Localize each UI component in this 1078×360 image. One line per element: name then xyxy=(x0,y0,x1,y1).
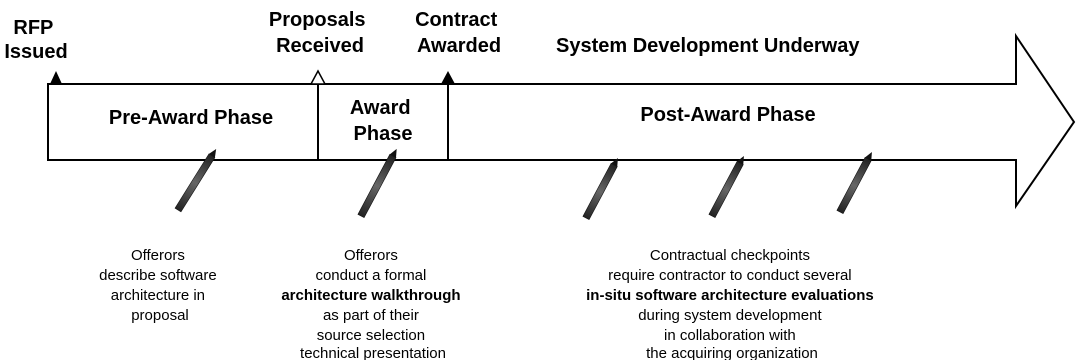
marker-rfp-icon xyxy=(50,71,62,84)
milestone-rfp-label: RFP Issued xyxy=(4,17,67,63)
post-award-phase-label: Post-Award Phase xyxy=(640,104,815,126)
post-award-note: Contractual checkpoints require contract… xyxy=(586,247,878,360)
pointer-stroke-award-icon xyxy=(357,148,397,219)
pre-award-phase-label: Pre-Award Phase xyxy=(109,107,273,129)
award-note: Offerors conduct a formal architecture w… xyxy=(281,247,464,360)
pre-award-note: Offerors describe software architecture … xyxy=(99,247,221,324)
pointer-stroke-post-3-icon xyxy=(836,151,872,215)
pointer-stroke-post-1-icon xyxy=(582,157,618,221)
marker-proposals-icon xyxy=(309,69,327,85)
marker-contract-icon xyxy=(441,71,455,84)
system-development-banner: System Development Underway xyxy=(556,35,860,57)
milestone-proposals-label: Proposals Received xyxy=(269,9,371,57)
milestone-contract-label: Contract Awarded xyxy=(415,9,503,57)
award-phase-label: Award Phase xyxy=(350,97,416,145)
pointer-stroke-pre-award-icon xyxy=(174,148,217,213)
pointer-stroke-post-2-icon xyxy=(708,155,744,219)
